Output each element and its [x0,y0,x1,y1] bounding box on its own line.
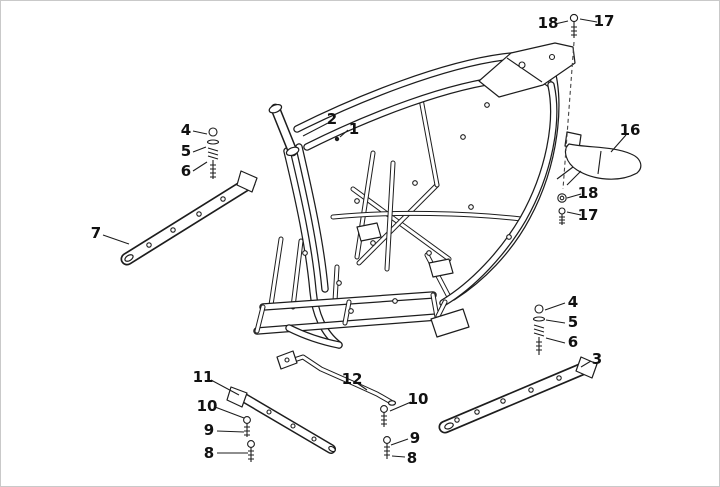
dashed-assembly-line [562,41,575,190]
center-brace-part-12 [276,350,397,406]
screw-stack-right [532,304,546,355]
callout-6-right: 6 [567,333,579,351]
callout-4-right: 4 [567,293,579,311]
callout-1: 1 [348,120,360,138]
frame-holes [302,102,512,314]
callout-11: 11 [192,368,214,386]
carrier-bracket [478,42,576,98]
bracket-part-16 [556,131,642,186]
callout-18-mid: 18 [577,184,599,202]
bolt-icons-bottom-left [243,416,255,462]
callout-8-right: 8 [406,449,418,467]
callout-18-top: 18 [537,14,559,32]
washer-icon-mid [557,193,567,203]
callout-6-left: 6 [180,162,192,180]
frame-main-tubes [253,51,560,349]
callout-3: 3 [591,350,603,368]
callout-10-left: 10 [196,397,218,415]
bolt-icon-mid [558,207,566,225]
floor-rail-left-part-7 [120,170,258,266]
part-1-reference-dot [334,136,340,142]
leader-lines [102,18,627,458]
lower-rail-left-part-11 [226,386,336,454]
callout-12: 12 [341,370,363,388]
callout-5-left: 5 [180,142,192,160]
floor-rail-right-part-3 [438,356,598,434]
callout-7: 7 [90,224,102,242]
headstock [268,103,300,157]
callout-9-right: 9 [409,429,421,447]
callout-9-left: 9 [203,421,215,439]
callout-4-left: 4 [180,121,192,139]
main-frame [253,42,576,349]
callout-17-mid: 17 [577,206,599,224]
callout-5-right: 5 [567,313,579,331]
callout-17-top: 17 [593,12,615,30]
callout-16: 16 [619,121,641,139]
callout-10-right: 10 [407,390,429,408]
bolt-icon-top [569,13,579,38]
callout-2: 2 [326,110,338,128]
screw-stack-left [206,127,220,179]
frame-bracket-plates [356,222,470,338]
callout-8-left: 8 [203,444,215,462]
bolt-icons-bottom-right [380,405,391,459]
